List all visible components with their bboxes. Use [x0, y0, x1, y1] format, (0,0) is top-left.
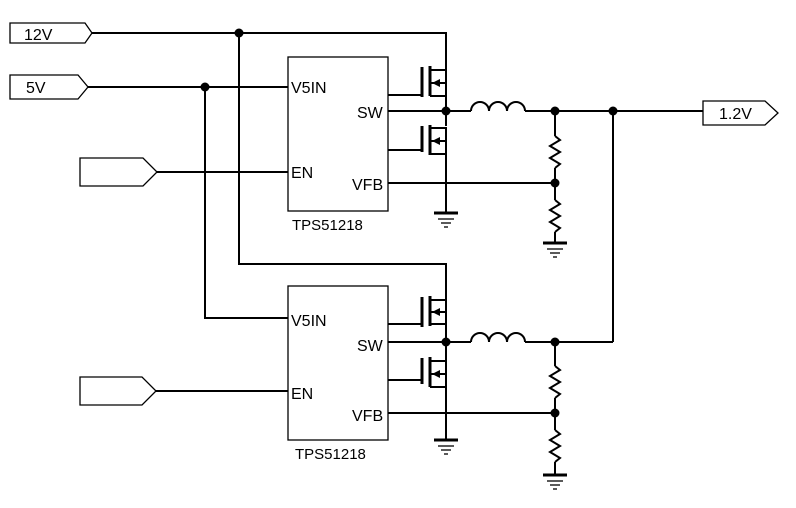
ic2-ground-symbol: [432, 438, 460, 456]
port-5v-label: 5V: [26, 80, 46, 97]
port-1v2-label: 1.2V: [719, 106, 752, 123]
wire-12v-rail: [92, 32, 447, 70]
ic1-part-number: TPS51218: [292, 217, 363, 234]
wire-5v-drop: [204, 87, 288, 319]
port-12v: 12V: [9, 22, 93, 44]
port-en1-shape: [79, 157, 158, 187]
wire-12v-drop: [238, 33, 447, 300]
ic2-inductor: [470, 332, 526, 343]
junction-12v: [234, 28, 244, 38]
ic2-pin-sw: SW: [357, 338, 384, 355]
ic2-pin-vfb: VFB: [352, 408, 383, 425]
ic1-pin-vfb: VFB: [352, 177, 383, 194]
ic2-pin-en: EN: [291, 386, 313, 403]
junction-dots: [200, 28, 618, 418]
ic1-high-side-mosfet: [388, 66, 447, 97]
port-en1: [79, 157, 158, 187]
ic2-low-side-mosfet: [388, 357, 447, 388]
ic1-resistor-top: [548, 135, 562, 169]
ic2-part-number: TPS51218: [295, 446, 366, 463]
port-en2: [79, 376, 157, 406]
port-1v2-shape: [702, 100, 779, 126]
junction-ic2-vfb: [550, 408, 560, 418]
ic1-resistor-bottom: [548, 199, 562, 233]
junction-ic1-out: [550, 106, 560, 116]
port-1v2-output: 1.2V: [702, 100, 779, 126]
ic1-power-stage: [388, 66, 703, 259]
ic1-divider-ground-symbol: [541, 241, 569, 259]
ic1-body: [287, 56, 389, 212]
port-12v-shape: [9, 22, 93, 44]
port-12v-label: 12V: [24, 27, 53, 44]
ic2-tps51218: V5IN SW EN VFB TPS51218: [287, 285, 389, 463]
port-5v: 5V: [9, 74, 89, 100]
ic2-resistor-bottom: [548, 429, 562, 463]
ic1-pin-en: EN: [291, 165, 313, 182]
ic2-power-stage: [388, 111, 614, 491]
ic1-low-side-mosfet: [388, 125, 447, 155]
ic1-pin-v5in: V5IN: [291, 80, 327, 97]
ic2-body: [287, 285, 389, 441]
ic1-inductor: [470, 101, 526, 112]
junction-ic2-out: [550, 337, 560, 347]
junction-5v: [200, 82, 210, 92]
ic2-divider-ground-symbol: [541, 473, 569, 491]
junction-ic1-vfb: [550, 178, 560, 188]
ic2-resistor-top: [548, 365, 562, 399]
ic2-high-side-mosfet: [388, 296, 447, 327]
ic2-pin-v5in: V5IN: [291, 313, 327, 330]
junction-output: [608, 106, 618, 116]
port-5v-shape: [9, 74, 89, 100]
junction-ic2-sw: [441, 337, 451, 347]
ic1-pin-sw: SW: [357, 105, 384, 122]
port-en2-shape: [79, 376, 157, 406]
ic1-ground-symbol: [432, 211, 460, 229]
ic1-tps51218: V5IN SW EN VFB TPS51218: [287, 56, 389, 234]
junction-ic1-sw: [441, 106, 451, 116]
wires-rails: [88, 32, 447, 392]
